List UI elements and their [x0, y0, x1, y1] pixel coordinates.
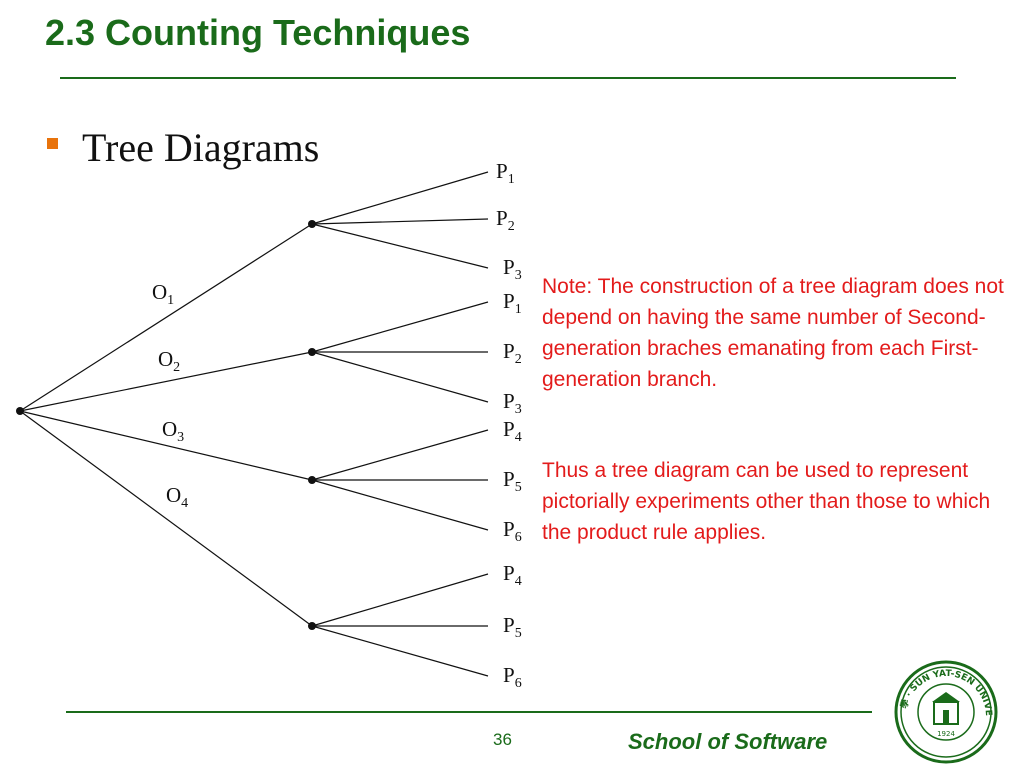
first-generation-branch	[19, 351, 313, 412]
title-divider	[60, 77, 956, 79]
second-generation-label: P1	[496, 159, 515, 187]
second-generation-label: P2	[496, 206, 515, 234]
first-generation-branch	[19, 410, 313, 481]
second-generation-label: P2	[503, 339, 522, 367]
second-generation-label: P5	[503, 467, 522, 495]
first-generation-branch	[19, 223, 313, 412]
slide-title: 2.3 Counting Techniques	[45, 12, 471, 53]
second-generation-label: P6	[503, 663, 522, 691]
second-generation-branch	[311, 223, 489, 269]
tree-mid-node	[308, 476, 316, 484]
note-paragraph: Note: The construction of a tree diagram…	[542, 275, 1004, 391]
second-generation-label: P4	[503, 561, 522, 589]
page-number: 36	[493, 730, 512, 749]
second-generation-branch	[311, 479, 489, 531]
first-generation-branch	[19, 410, 313, 627]
second-generation-branch	[311, 429, 489, 481]
first-generation-label: O1	[152, 280, 174, 308]
second-generation-label: P4	[503, 417, 522, 445]
university-seal-logo: 中 山 大 學 · SUN YAT-SEN UNIVERSITY 1924	[888, 660, 998, 764]
tree-mid-node	[308, 220, 316, 228]
svg-text:1924: 1924	[937, 730, 955, 738]
second-generation-label: P1	[503, 289, 522, 317]
footer-divider	[66, 711, 872, 713]
second-generation-branch	[311, 625, 489, 677]
tree-mid-node	[308, 622, 316, 630]
second-generation-label: P6	[503, 517, 522, 545]
tree-root-node	[16, 407, 24, 415]
first-generation-label: O2	[158, 347, 180, 375]
note-paragraph-2: Thus a tree diagram can be used to repre…	[542, 459, 991, 544]
first-generation-label: O3	[162, 417, 184, 445]
second-generation-label: P3	[503, 255, 522, 283]
second-generation-label: P3	[503, 389, 522, 417]
second-generation-branch	[311, 573, 489, 627]
bullet-square-icon	[47, 138, 58, 149]
tree-mid-node	[308, 348, 316, 356]
bullet-heading: Tree Diagrams	[82, 125, 320, 170]
second-generation-branch	[311, 218, 489, 225]
second-generation-branch	[311, 351, 489, 403]
footer-school-name: School of Software	[628, 729, 828, 754]
first-generation-label: O4	[166, 483, 188, 511]
second-generation-branch	[311, 171, 489, 225]
second-generation-branch	[311, 301, 489, 353]
second-generation-label: P5	[503, 613, 522, 641]
